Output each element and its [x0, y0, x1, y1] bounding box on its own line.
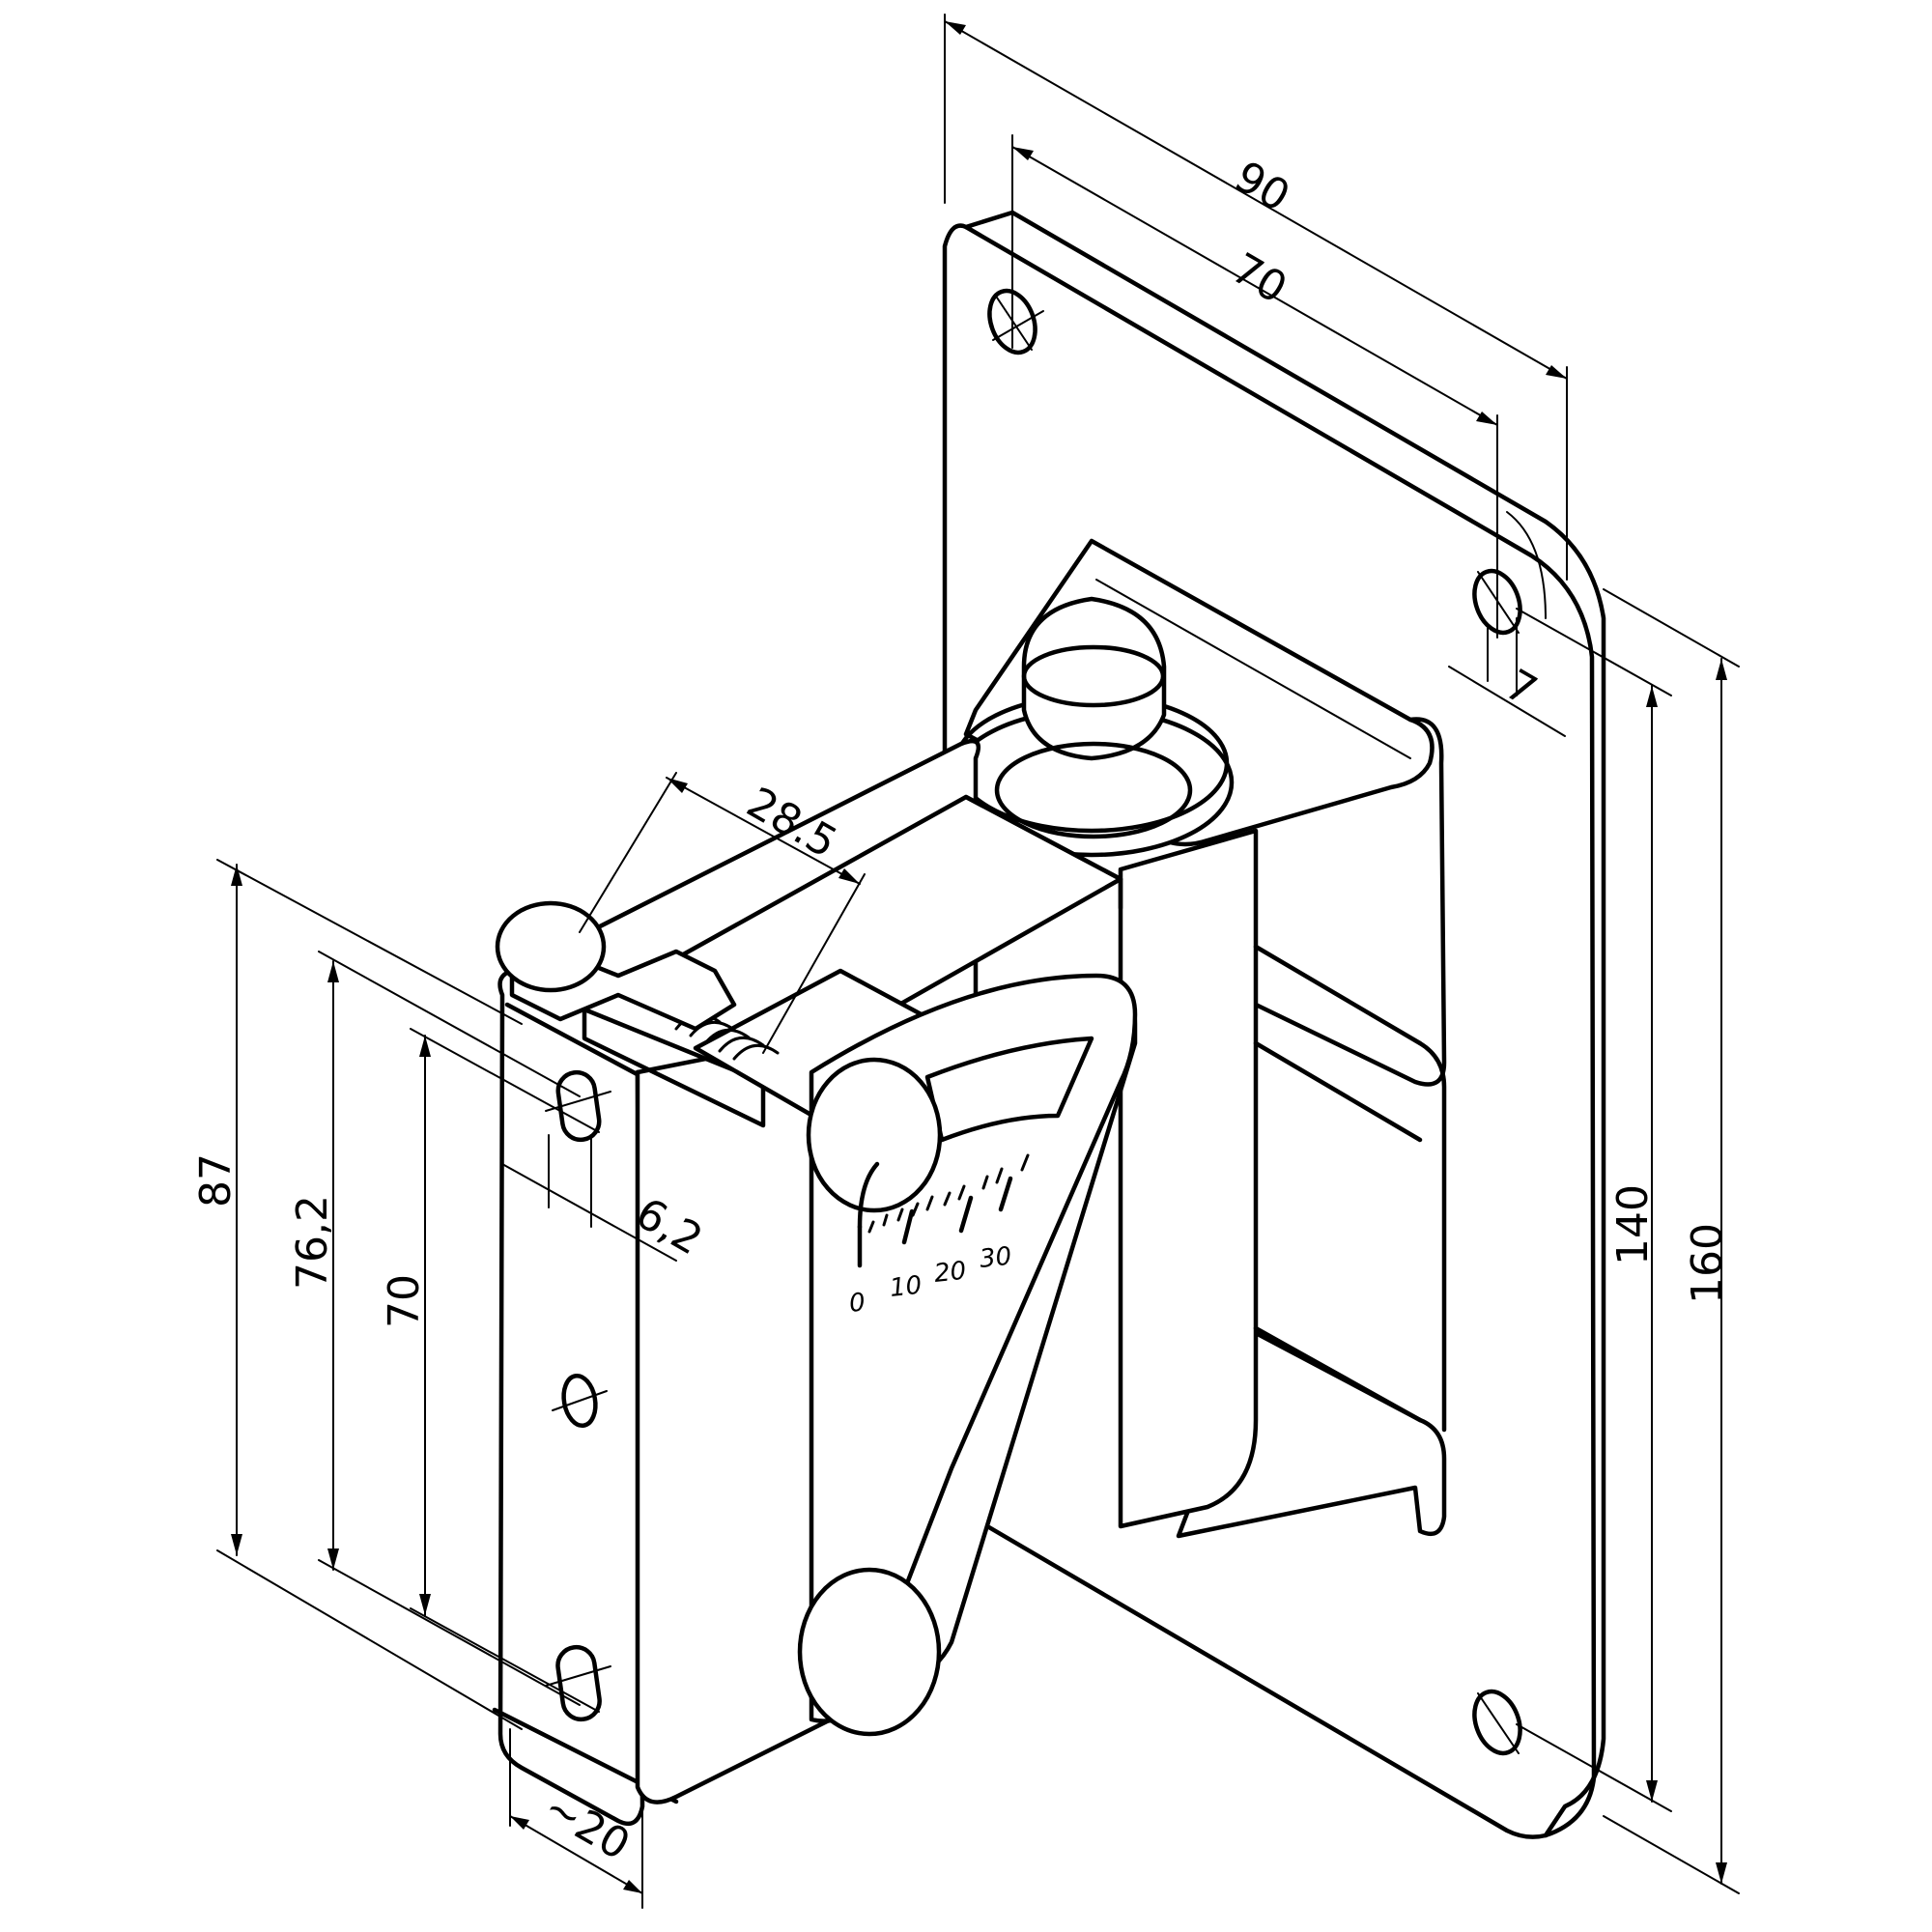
lock-knob [797, 1567, 942, 1737]
tilt-plate: 0 10 20 30 [797, 973, 1138, 1737]
tilt-scale-label-0: 0 [848, 1288, 867, 1319]
front-slot-top [545, 1069, 611, 1143]
tilt-scale-label-20: 20 [933, 1257, 968, 1289]
dim-87: 87 [191, 1153, 241, 1208]
dim-140: 140 [1608, 1184, 1658, 1265]
tilt-knob [806, 1057, 943, 1213]
tilt-scale-label-10: 10 [889, 1271, 923, 1303]
front-slot-middle [552, 1373, 608, 1429]
tilt-scale-label-30: 30 [979, 1242, 1013, 1274]
tilt-scale-ticks [857, 1153, 1030, 1268]
top-knob [949, 596, 1235, 858]
dim-90: 90 [1227, 152, 1298, 221]
dimension-lines [216, 14, 1740, 1909]
mounting-hole-bottom-right [1472, 1689, 1522, 1756]
dim-160: 160 [1683, 1223, 1732, 1304]
dim-76-2: 76,2 [288, 1195, 337, 1290]
dim-70-slots: 70 [380, 1274, 429, 1328]
front-slot-bottom [545, 1644, 611, 1722]
